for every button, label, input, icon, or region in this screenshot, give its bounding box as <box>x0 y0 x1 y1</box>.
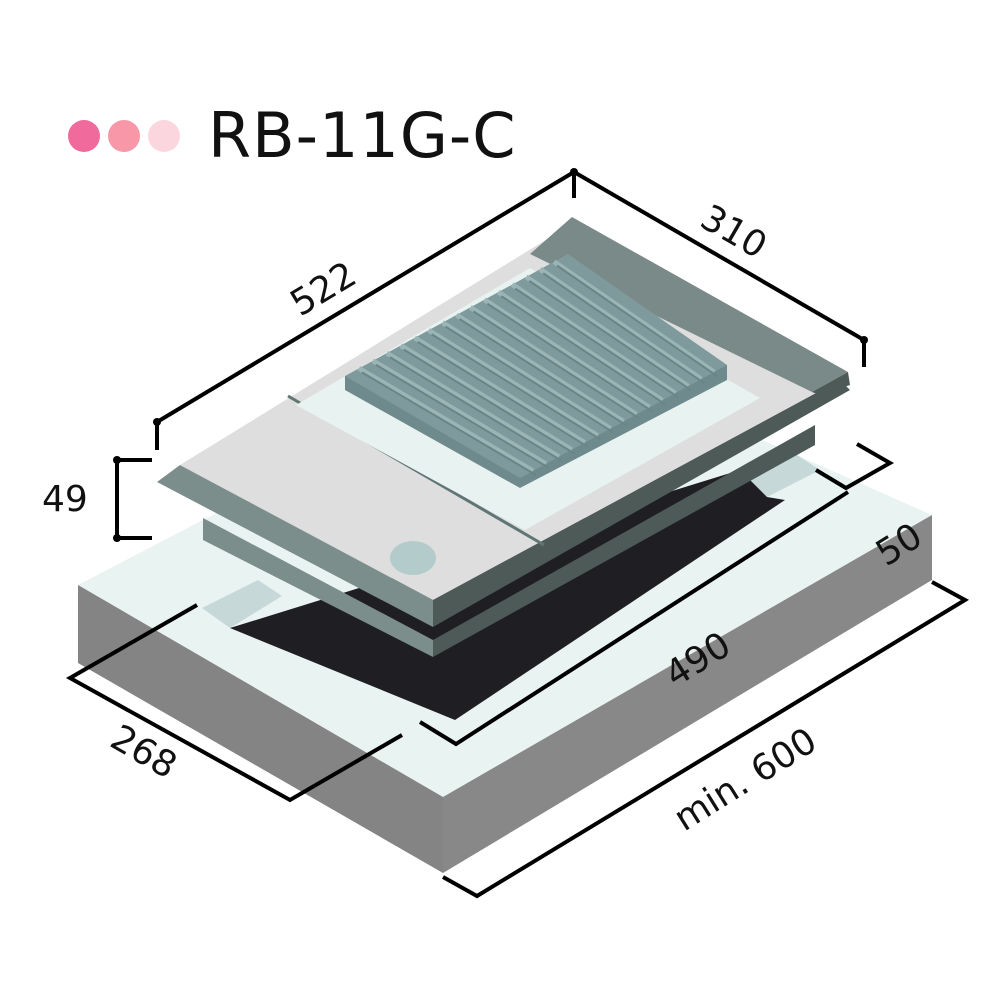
label-490: 490 <box>658 624 738 695</box>
cutout-hole <box>230 470 785 720</box>
grill-ridge <box>538 267 703 382</box>
grill-ridge-shadow <box>431 333 602 441</box>
grill-plate-side <box>345 365 727 488</box>
cutout-edge-right <box>735 449 820 497</box>
counter-top-face <box>78 343 932 797</box>
dim-dot-522-left <box>153 418 161 426</box>
grill-ridge <box>496 290 664 403</box>
appliance-rim-front-left <box>157 465 433 627</box>
grill-plate <box>345 254 727 478</box>
grill-ridge <box>552 259 716 375</box>
grill-ridge <box>399 343 574 452</box>
grill-ridge-shadow <box>389 356 563 462</box>
counter-left-side <box>78 585 443 873</box>
grill-ridge <box>427 328 599 438</box>
appliance-grill <box>157 217 850 657</box>
grill-ridge-shadow <box>361 371 537 476</box>
dim-dot-49-top <box>113 456 121 464</box>
grill-ridge <box>441 320 612 431</box>
control-knob-icon <box>390 541 436 575</box>
back-splash-edge <box>812 372 850 395</box>
dim-dot-522-right <box>570 168 578 176</box>
back-splash-panel <box>530 217 848 392</box>
color-dot-light-pink-icon <box>148 120 180 152</box>
dim-line-310 <box>572 170 866 342</box>
grill-ridge <box>413 335 586 445</box>
grill-ridge-shadow <box>458 318 628 427</box>
grill-ridge <box>469 305 638 417</box>
grill-ridge <box>357 366 535 474</box>
label-310: 310 <box>694 197 774 267</box>
grill-ridge <box>524 274 690 389</box>
color-dot-dark-pink-icon <box>68 120 100 152</box>
appliance-top-surface <box>180 225 840 600</box>
grill-ridge-shadow <box>417 341 589 448</box>
label-49: 49 <box>42 479 88 520</box>
grill-ridge <box>455 312 625 424</box>
grill-ridge-shadow <box>403 348 576 455</box>
countertop <box>78 343 932 873</box>
appliance-rim-front-right <box>433 380 850 627</box>
dim-dot-49-bottom <box>113 534 121 542</box>
dim-line-490 <box>418 490 850 747</box>
dimension-lines <box>65 168 970 899</box>
grill-ridge-shadow <box>528 280 692 392</box>
grill-ridge-shadow <box>445 325 615 434</box>
model-name: RB-11G-C <box>208 99 517 172</box>
grill-tray <box>296 268 760 530</box>
grill-ridge-shadow <box>486 302 653 413</box>
grill-ridge-shadow <box>375 363 550 469</box>
grill-ridge-shadow <box>472 310 640 420</box>
label-522: 522 <box>284 254 364 325</box>
dim-dot-310 <box>860 336 868 344</box>
grill-ridge-shadow <box>542 272 705 384</box>
title-row: RB-11G-C <box>68 98 517 174</box>
grill-ridge-shadow <box>556 264 718 377</box>
control-panel-divider <box>287 394 545 547</box>
label-50: 50 <box>869 516 930 575</box>
counter-right-side <box>443 515 932 873</box>
dimension-labels: 522 310 49 50 490 268 min. 600 <box>42 197 930 839</box>
dim-line-49 <box>115 458 152 540</box>
color-dot-medium-pink-icon <box>108 120 140 152</box>
dim-line-50 <box>814 442 895 491</box>
label-268: 268 <box>104 717 184 787</box>
grill-ridges <box>357 259 718 476</box>
dim-line-268 <box>65 603 404 803</box>
appliance-body-left <box>203 518 433 657</box>
grill-ridge <box>385 350 561 459</box>
cutout-edge-left <box>202 580 282 628</box>
dim-line-522 <box>155 170 576 424</box>
grill-ridge <box>371 358 548 467</box>
grill-ridge-shadow <box>514 287 679 399</box>
grill-ridge <box>483 297 651 410</box>
appliance-body-right <box>433 425 815 657</box>
grill-ridge-shadow <box>500 295 666 406</box>
grill-ridge <box>510 282 677 396</box>
dim-line-600 <box>442 580 970 899</box>
label-min-600: min. 600 <box>667 720 824 839</box>
